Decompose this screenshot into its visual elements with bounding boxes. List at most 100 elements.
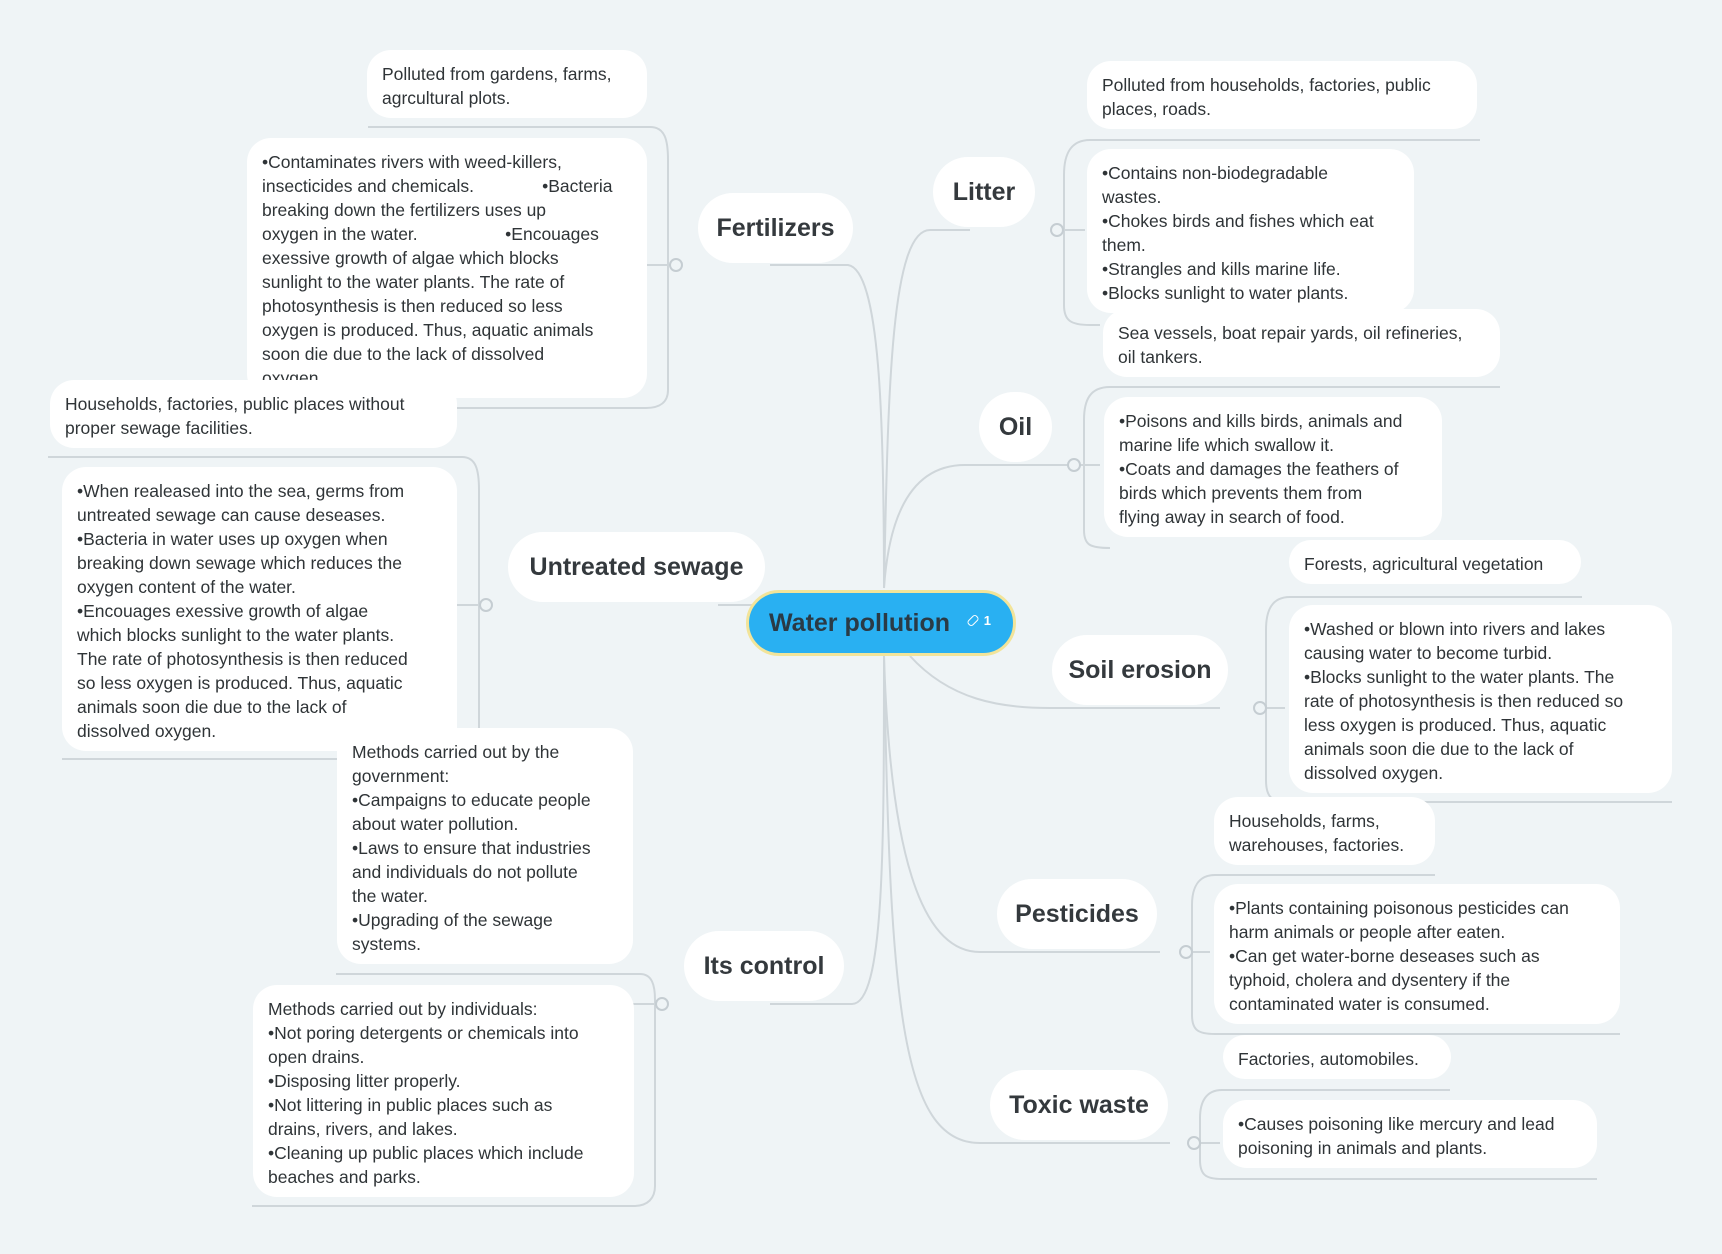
- note-line: •Laws to ensure that industries: [352, 838, 591, 858]
- note-line: •Cleaning up public places which include: [268, 1143, 584, 1163]
- branch-knob: [1253, 701, 1267, 715]
- note-line: open drains.: [268, 1047, 365, 1067]
- note-line: Polluted from gardens, farms,: [382, 64, 612, 84]
- branch-knob: [669, 258, 683, 272]
- connector-pesticides: [883, 655, 1160, 953]
- topic-untreated-sewage[interactable]: Untreated sewage: [508, 532, 765, 602]
- note-pesticides-source[interactable]: Households, farms, warehouses, factories…: [1214, 797, 1435, 865]
- branch-knob: [1050, 223, 1064, 237]
- note-line: systems.: [352, 934, 422, 954]
- note-line: •Chokes birds and fishes which eat: [1102, 211, 1374, 231]
- connector-oil: [883, 464, 1080, 589]
- connector-toxic: [883, 655, 1170, 1144]
- note-line: •Contains non-biodegradable: [1102, 163, 1329, 183]
- note-line: them.: [1102, 235, 1146, 255]
- note-soil-effects[interactable]: •Washed or blown into rivers and lakes c…: [1289, 605, 1672, 793]
- note-oil-source[interactable]: Sea vessels, boat repair yards, oil refi…: [1103, 309, 1500, 377]
- note-line: birds which prevents them from: [1119, 483, 1363, 503]
- note-line: less oxygen is produced. Thus, aquatic: [1304, 715, 1607, 735]
- connector-litter: [883, 229, 970, 589]
- note-litter-source[interactable]: Polluted from households, factories, pub…: [1087, 61, 1477, 129]
- connector-fertilizers: [770, 264, 885, 589]
- topic-its-control[interactable]: Its control: [684, 931, 844, 1001]
- topic-soil-erosion[interactable]: Soil erosion: [1052, 635, 1228, 705]
- note-sewage-source[interactable]: Households, factories, public places wit…: [50, 380, 457, 448]
- central-topic[interactable]: Water pollution 1: [746, 590, 1016, 656]
- note-line: about water pollution.: [352, 814, 519, 834]
- note-line: Factories, automobiles.: [1238, 1049, 1419, 1069]
- note-toxic-effects[interactable]: •Causes poisoning like mercury and lead …: [1223, 1100, 1597, 1168]
- note-line: dissolved oxygen.: [1304, 763, 1444, 783]
- note-line: soon die due to the lack of dissolved: [262, 344, 545, 364]
- note-line: breaking down the fertilizers uses up: [262, 200, 547, 220]
- note-line: •Campaigns to educate people: [352, 790, 591, 810]
- connector-control: [770, 655, 885, 1005]
- note-line: untreated sewage can cause deseases.: [77, 505, 386, 525]
- note-toxic-source[interactable]: Factories, automobiles.: [1223, 1035, 1451, 1079]
- branch-knob: [1179, 945, 1193, 959]
- note-line: Households, factories, public places wit…: [65, 394, 405, 414]
- note-line: •Bacteria in water uses up oxygen when: [77, 529, 388, 549]
- connector-soil: [909, 655, 1220, 709]
- note-line: •Encouages exessive growth of algae: [77, 601, 369, 621]
- note-line: the water.: [352, 886, 428, 906]
- note-line: warehouses, factories.: [1229, 835, 1405, 855]
- topic-pesticides[interactable]: Pesticides: [997, 879, 1157, 949]
- branch-knob: [655, 997, 669, 1011]
- note-control-government[interactable]: Methods carried out by the government: •…: [337, 728, 633, 964]
- note-litter-effects[interactable]: •Contains non-biodegradable wastes. •Cho…: [1087, 149, 1414, 313]
- topic-oil[interactable]: Oil: [979, 392, 1052, 462]
- note-line: •Not littering in public places such as: [268, 1095, 553, 1115]
- note-line: exessive growth of algae which blocks: [262, 248, 559, 268]
- note-control-individuals[interactable]: Methods carried out by individuals: •Not…: [253, 985, 634, 1197]
- note-line: rate of photosynthesis is then reduced s…: [1304, 691, 1624, 711]
- note-line: and individuals do not pollute: [352, 862, 578, 882]
- note-line: so less oxygen is produced. Thus, aquati…: [77, 673, 403, 693]
- note-line: Sea vessels, boat repair yards, oil refi…: [1118, 323, 1463, 343]
- link-icon: [966, 613, 980, 628]
- branch-knob: [479, 598, 493, 612]
- note-line: places, roads.: [1102, 99, 1211, 119]
- note-line: •Blocks sunlight to water plants.: [1102, 283, 1349, 303]
- note-line: •Can get water-borne deseases such as: [1229, 946, 1540, 966]
- branch-knob: [1187, 1136, 1201, 1150]
- note-line: marine life which swallow it.: [1119, 435, 1334, 455]
- note-line: animals soon die due to the lack of: [1304, 739, 1574, 759]
- note-sewage-effects[interactable]: •When realeased into the sea, germs from…: [62, 467, 457, 751]
- note-line: beaches and parks.: [268, 1167, 421, 1187]
- topic-toxic-waste[interactable]: Toxic waste: [990, 1070, 1168, 1140]
- branch-knob: [1067, 458, 1081, 472]
- note-line: oxygen content of the water.: [77, 577, 296, 597]
- note-line: animals soon die due to the lack of: [77, 697, 347, 717]
- note-line: sunlight to the water plants. The rate o…: [262, 272, 565, 292]
- link-badge[interactable]: 1: [966, 613, 991, 628]
- note-line: •Disposing litter properly.: [268, 1071, 461, 1091]
- central-topic-title: Water pollution: [769, 608, 950, 637]
- note-line: •Blocks sunlight to the water plants. Th…: [1304, 667, 1615, 687]
- note-line: harm animals or people after eaten.: [1229, 922, 1506, 942]
- note-line: dissolved oxygen.: [77, 721, 217, 741]
- note-fertilizers-source[interactable]: Polluted from gardens, farms, agrcultura…: [367, 50, 647, 118]
- note-oil-effects[interactable]: •Poisons and kills birds, animals and ma…: [1104, 397, 1442, 537]
- note-line: •Coats and damages the feathers of: [1119, 459, 1399, 479]
- note-line: Polluted from households, factories, pub…: [1102, 75, 1431, 95]
- note-line: poisoning in animals and plants.: [1238, 1138, 1488, 1158]
- note-line: Methods carried out by individuals:: [268, 999, 538, 1019]
- note-line: typhoid, cholera and dysentery if the: [1229, 970, 1511, 990]
- note-line: breaking down sewage which reduces the: [77, 553, 402, 573]
- note-line: government:: [352, 766, 450, 786]
- note-fertilizers-effects[interactable]: •Contaminates rivers with weed-killers, …: [247, 138, 647, 398]
- note-line: proper sewage facilities.: [65, 418, 253, 438]
- note-line: wastes.: [1102, 187, 1162, 207]
- topic-fertilizers[interactable]: Fertilizers: [698, 193, 853, 263]
- topic-litter[interactable]: Litter: [933, 157, 1035, 227]
- note-line: Forests, agricultural vegetation: [1304, 554, 1544, 574]
- note-line: oxygen is produced. Thus, aquatic animal…: [262, 320, 594, 340]
- note-line: contaminated water is consumed.: [1229, 994, 1490, 1014]
- link-count: 1: [983, 613, 991, 628]
- note-pesticides-effects[interactable]: •Plants containing poisonous pesticides …: [1214, 884, 1620, 1024]
- note-soil-source[interactable]: Forests, agricultural vegetation: [1289, 540, 1581, 584]
- note-line: •Not poring detergents or chemicals into: [268, 1023, 579, 1043]
- note-line: •Upgrading of the sewage: [352, 910, 553, 930]
- note-line: •Contaminates rivers with weed-killers,: [262, 152, 562, 172]
